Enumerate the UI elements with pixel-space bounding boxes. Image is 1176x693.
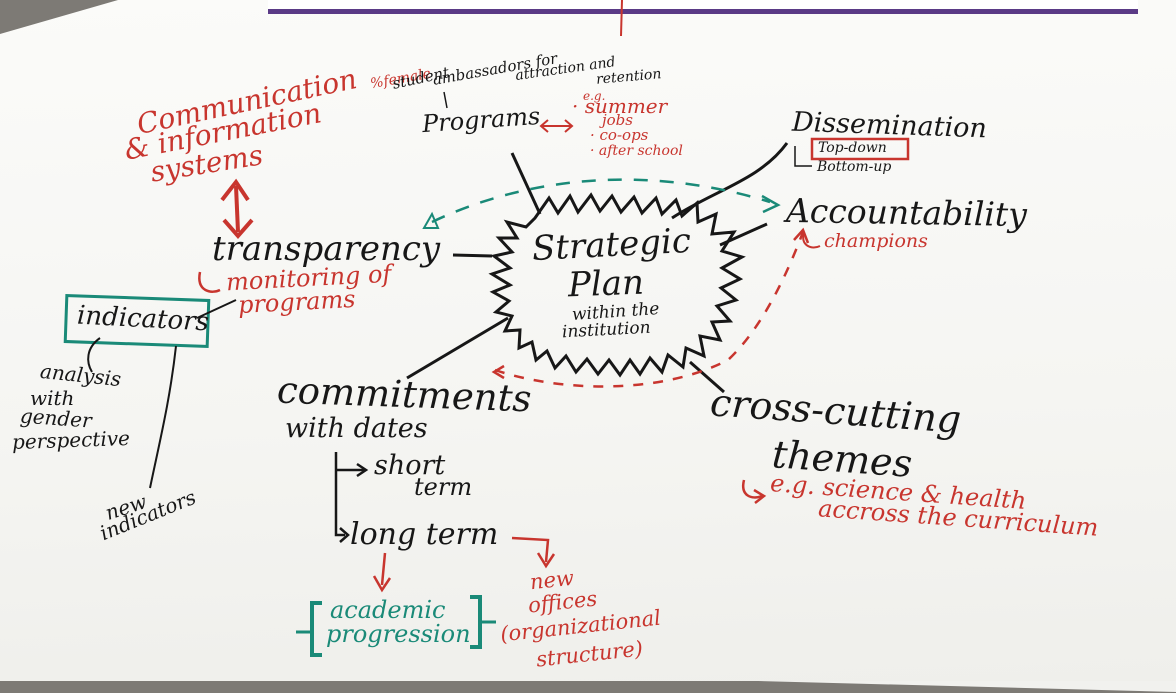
center-subtitle-line2: institution [561, 317, 652, 343]
transparency-label: transparency [212, 229, 441, 269]
indicators-line [196, 299, 237, 319]
long-term-label: long term [350, 517, 499, 552]
red-dashed-arc [494, 231, 805, 388]
center-title-line1: Strategic [531, 220, 692, 270]
top-down-label: Top-down [818, 140, 887, 156]
academic-label: academic [330, 596, 446, 624]
line-programs [510, 152, 542, 215]
commitments-branch [334, 452, 345, 537]
line-transparency [452, 253, 493, 258]
programs-eg: e.g. [583, 89, 606, 103]
line-accountability [719, 222, 768, 247]
red-arrowhead-up [793, 227, 810, 244]
top-red-line [620, 0, 623, 37]
dissemination-label: Dissemination [791, 106, 988, 145]
student-to-programs [443, 91, 448, 109]
strategic-plan-starburst [488, 192, 746, 378]
line-dissemination [671, 142, 789, 220]
with-dates-label: with dates [285, 413, 428, 444]
green-arrowhead-right [761, 194, 781, 214]
monitoring-programs-label: programs [237, 284, 357, 320]
indicators-box [63, 293, 211, 349]
accountability-label: Accountability [785, 190, 1028, 235]
green-dashed-arc [431, 178, 771, 224]
line-commitments [406, 316, 509, 380]
progression-label: progression [326, 620, 471, 648]
academic-bracket-left [310, 601, 322, 657]
center-title-line2: Plan [567, 262, 645, 306]
short-term-label: term [414, 473, 473, 501]
commitments-label: commitments [276, 368, 533, 421]
programs-summer: · summer [572, 94, 668, 118]
academic-bracket-right [470, 595, 482, 649]
red-double-arrow [234, 185, 240, 233]
red-arrowhead-left [491, 364, 505, 380]
programs-coops: · co-ops [590, 126, 649, 144]
analysis-line4: perspective [11, 425, 131, 455]
banner-edge-white [268, 0, 1138, 9]
programs-after-school: · after school [590, 143, 683, 159]
monitoring-hook [198, 271, 221, 293]
indicators-label: indicators [76, 300, 210, 338]
programs-jobs: jobs [602, 111, 633, 129]
analysis-line2: with [30, 386, 75, 410]
champions-label: champions [824, 230, 928, 252]
line-cross-cutting [689, 360, 725, 394]
green-triangle-left [422, 211, 440, 229]
top-down-box [810, 137, 910, 161]
bottom-up-label: Bottom-up [817, 159, 892, 175]
short-label: short [374, 450, 446, 481]
